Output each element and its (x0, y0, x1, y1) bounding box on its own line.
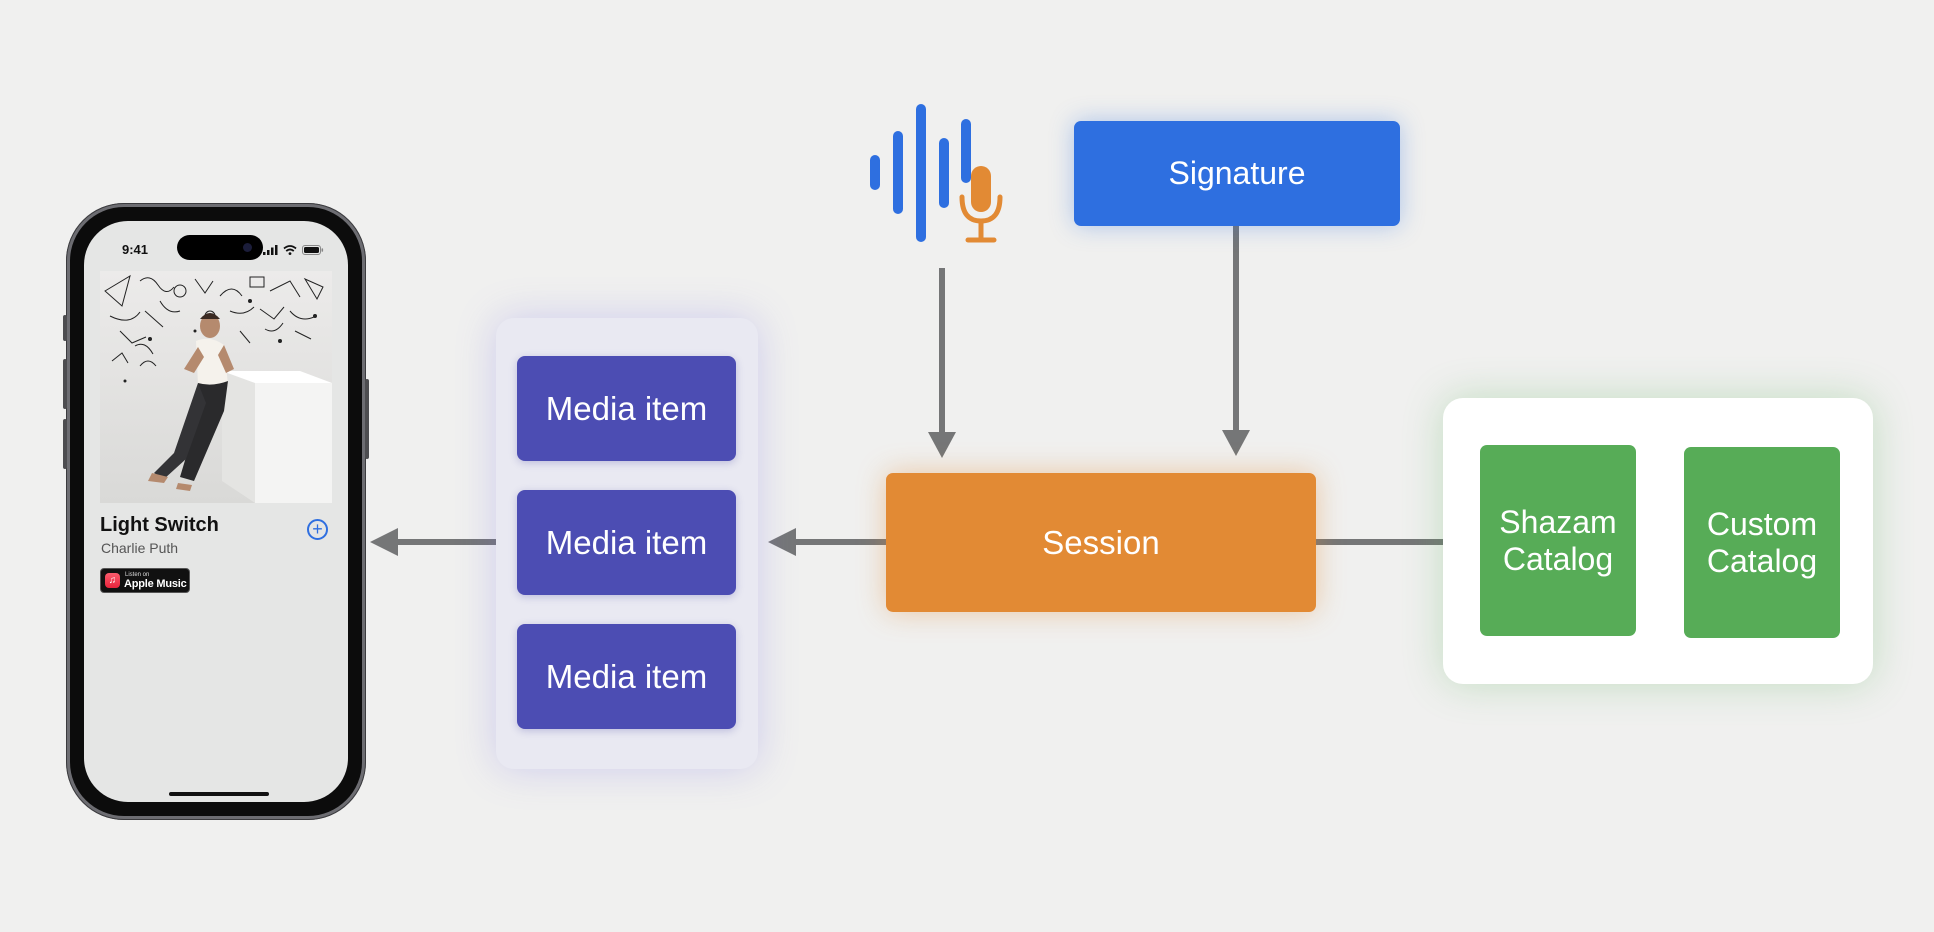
media-items-panel: Media item Media item Media item (496, 318, 758, 769)
custom-catalog[interactable]: Custom Catalog (1684, 447, 1840, 638)
song-artist: Charlie Puth (101, 540, 179, 556)
iphone-mockup: 9:41 (63, 203, 369, 820)
arrow-session-to-media (790, 539, 886, 545)
status-icons (263, 245, 324, 255)
media-item-2[interactable]: Media item (517, 490, 736, 595)
phone-volume-up-button (63, 359, 67, 409)
add-symbol: + (312, 519, 323, 539)
shazam-catalog-line1: Shazam (1499, 503, 1617, 540)
arrow-signature-to-session (1233, 226, 1239, 432)
badge-apple-music: Apple Music (124, 578, 187, 590)
custom-catalog-line1: Custom (1706, 505, 1818, 542)
phone-screen: 9:41 (84, 221, 348, 802)
shazam-catalog[interactable]: Shazam Catalog (1480, 445, 1636, 636)
custom-catalog-line2: Catalog (1706, 542, 1818, 579)
dynamic-island (177, 235, 263, 260)
phone-power-button (365, 379, 369, 459)
arrow-mic-to-session (939, 268, 945, 434)
arrowhead-signature-to-session (1222, 430, 1250, 456)
wifi-icon (283, 245, 297, 255)
connector-session-to-catalog (1316, 539, 1443, 545)
shazam-catalog-line2: Catalog (1502, 540, 1614, 577)
battery-icon (302, 245, 324, 255)
audio-input-icon (870, 104, 1003, 243)
phone-side-button (63, 315, 67, 341)
media-item-1[interactable]: Media item (517, 356, 736, 461)
apple-music-icon: ♫ (105, 573, 120, 588)
session-box[interactable]: Session (886, 473, 1316, 612)
apple-music-badge[interactable]: ♫ Listen on Apple Music (100, 568, 190, 593)
plus-circle-icon[interactable]: + (307, 519, 328, 540)
album-artwork-illustration (100, 271, 332, 503)
arrowhead-mic-to-session (928, 432, 956, 458)
signature-box[interactable]: Signature (1074, 121, 1400, 226)
phone-volume-down-button (63, 419, 67, 469)
badge-listen-on: Listen on (125, 572, 150, 578)
arrowhead-session-to-media (768, 528, 796, 556)
waveform-icon (870, 104, 971, 242)
arrow-media-to-phone (392, 539, 496, 545)
signal-icon (263, 245, 278, 255)
media-item-3[interactable]: Media item (517, 624, 736, 729)
catalogs-panel: Shazam Catalog Custom Catalog (1443, 398, 1873, 684)
song-title: Light Switch (100, 514, 219, 536)
status-time: 9:41 (122, 242, 149, 257)
album-artwork[interactable] (100, 271, 332, 503)
home-indicator[interactable] (169, 792, 269, 796)
front-camera (243, 243, 252, 252)
phone-bezel: 9:41 (70, 207, 362, 816)
arrowhead-media-to-phone (370, 528, 398, 556)
